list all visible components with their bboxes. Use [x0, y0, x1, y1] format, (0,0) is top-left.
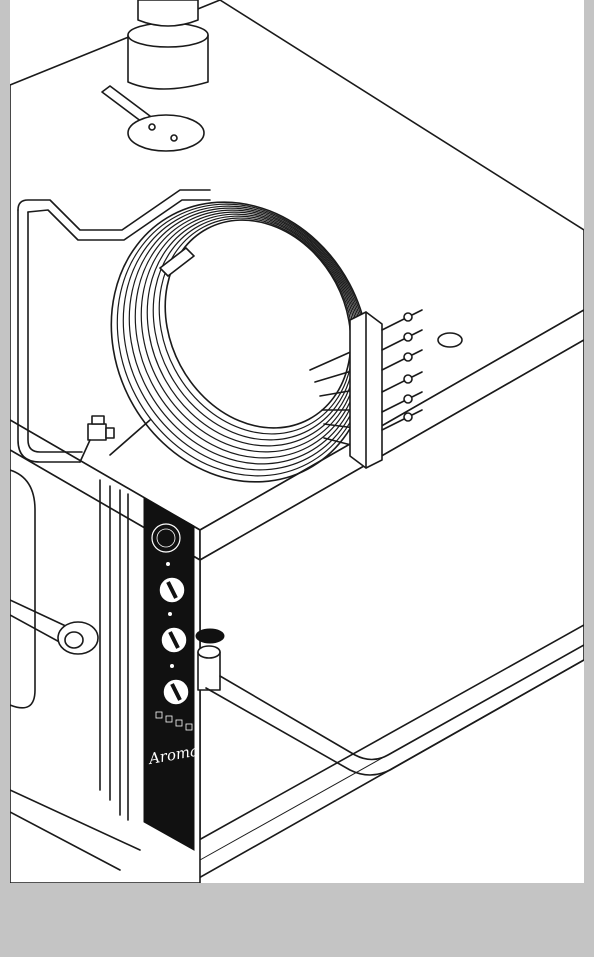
- appliance-illustration: Aroma: [10, 0, 584, 883]
- water-pipe-stub: [109, 419, 151, 456]
- base-line: [10, 789, 141, 851]
- valve-inlet: [79, 439, 91, 463]
- indicator-lights: [155, 562, 193, 731]
- terminal-block: [349, 309, 423, 469]
- water-pipe-outer: [17, 209, 81, 463]
- terminal-pins: [381, 309, 423, 431]
- valve-top: [91, 415, 105, 425]
- door-handle-bar-lower: [10, 614, 66, 646]
- front-rail-pipe: [197, 644, 584, 776]
- door-handle-bar: [10, 599, 71, 629]
- illustration-frame: Aroma: [10, 0, 584, 883]
- door-handle-knob-inner: [64, 631, 84, 649]
- vent-paddle: [101, 85, 205, 152]
- top-hole: [437, 332, 463, 348]
- exhaust-pipe-top: [137, 0, 199, 27]
- water-pipe-inner: [27, 211, 83, 453]
- vent-paddle-hole: [170, 134, 178, 142]
- water-pipe: [17, 189, 211, 463]
- control-panel: Aroma: [143, 497, 200, 851]
- solenoid-valve: [79, 415, 115, 463]
- door-window: [10, 469, 36, 709]
- vent-paddle-hole: [148, 123, 156, 131]
- base-line-lower: [10, 811, 121, 871]
- valve-body: [87, 423, 107, 441]
- exhaust-pipe: [127, 0, 209, 90]
- water-pipe-top-outer: [17, 189, 211, 231]
- cabinet-top-edge-right: [199, 309, 584, 561]
- valve-terminal: [105, 427, 115, 439]
- exhaust-pipe-body: [127, 34, 209, 90]
- coil-bracket: [159, 247, 195, 277]
- gauge-icon: [151, 523, 181, 553]
- drain-grate-icon: [195, 628, 225, 644]
- water-pipe-top-inner: [27, 199, 211, 241]
- vent-paddle-disc: [127, 114, 205, 152]
- heating-coil: [110, 201, 370, 483]
